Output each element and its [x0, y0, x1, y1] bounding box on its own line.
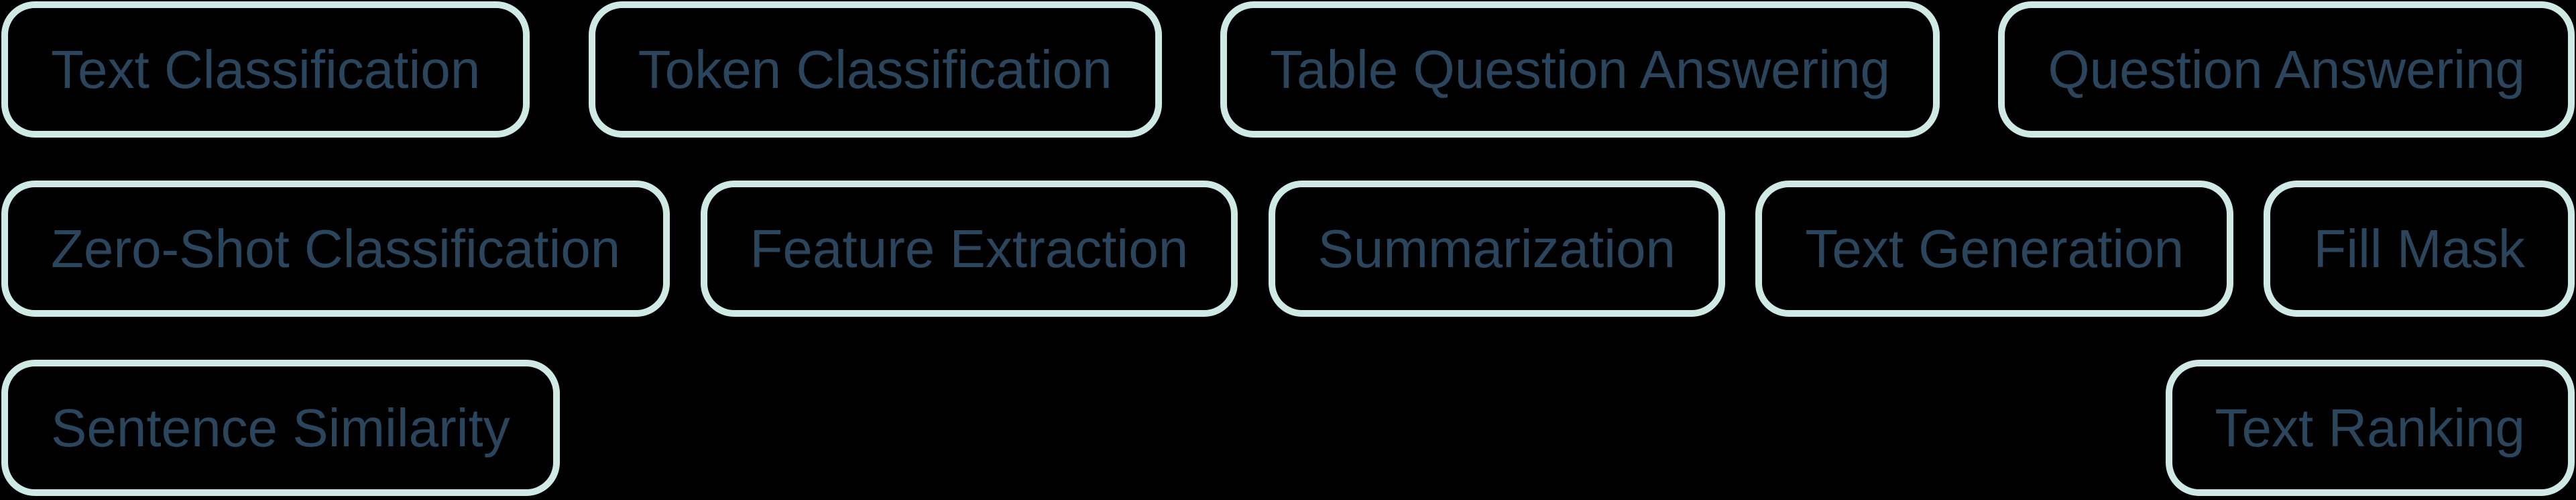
- task-tag-text-generation[interactable]: Text Generation: [1755, 181, 2234, 317]
- task-tag-token-classification[interactable]: Token Classification: [588, 1, 1162, 138]
- task-tag-question-answering[interactable]: Question Answering: [1998, 1, 2575, 138]
- task-tag-table-question-answering[interactable]: Table Question Answering: [1220, 1, 1940, 138]
- task-tag-feature-extraction[interactable]: Feature Extraction: [700, 181, 1238, 317]
- tag-row-2: Zero-Shot Classification Feature Extract…: [1, 181, 2575, 317]
- task-tag-summarization[interactable]: Summarization: [1268, 181, 1726, 317]
- tag-row-3: Sentence Similarity Text Ranking: [1, 360, 2575, 496]
- task-tag-text-ranking[interactable]: Text Ranking: [2165, 360, 2575, 496]
- task-tag-zero-shot-classification[interactable]: Zero-Shot Classification: [1, 181, 670, 317]
- task-tag-sentence-similarity[interactable]: Sentence Similarity: [1, 360, 560, 496]
- task-tag-text-classification[interactable]: Text Classification: [1, 1, 530, 138]
- task-tag-fill-mask[interactable]: Fill Mask: [2264, 181, 2575, 317]
- tag-row-1: Text Classification Token Classification…: [1, 1, 2575, 138]
